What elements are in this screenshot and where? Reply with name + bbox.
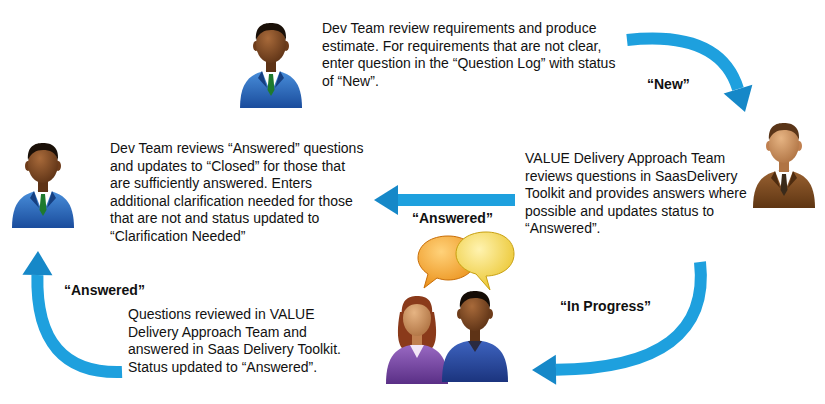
step-group: Dev Team reviews “Answered” questions an… [4,135,374,251]
arrow-head [374,185,398,215]
dev-team-person [12,143,74,228]
speech-bubble [456,232,514,290]
arrow-shaft [556,262,701,370]
delivery-team-person [753,123,815,208]
status-label: “In Progress” [558,298,653,315]
status-label: “Answered” [410,210,495,227]
step-group: VALUE Delivery Approach Team reviews que… [515,112,820,262]
arrow-head [724,85,753,112]
cycle-arrow [22,251,122,372]
step-description: VALUE Delivery Approach Team reviews que… [525,150,753,238]
cycle-arrow [627,39,752,112]
man-person [442,291,508,382]
conversation-figure [386,232,514,384]
step-description: Questions reviewed in VALUE Delivery App… [128,306,346,376]
status-label: “New” [645,76,692,93]
status-label: “Answered” [62,282,147,299]
step-group: Dev Team review requirements and produce… [232,14,627,104]
step-description: Dev Team reviews “Answered” questions an… [110,140,365,245]
arrow-head [532,355,556,385]
step-description: Dev Team review requirements and produce… [322,20,622,90]
step-group: Questions reviewed in VALUE Delivery App… [122,300,532,392]
woman-person [386,296,448,384]
arrow-head [22,251,52,275]
dev-team-person [240,23,302,108]
cycle-arrow [532,262,701,385]
arrow-shaft [398,194,515,206]
